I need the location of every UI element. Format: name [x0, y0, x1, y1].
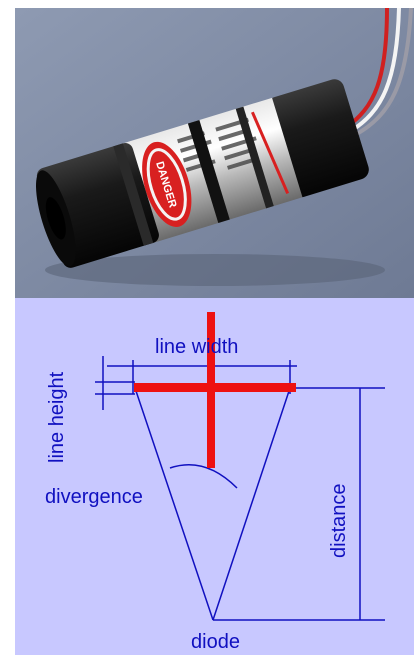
laser-horizontal-line [134, 383, 296, 392]
laser-module-illustration: DANGER [15, 8, 414, 298]
fan-left-edge [134, 387, 214, 621]
fan-right-edge [212, 387, 291, 621]
laser-line-diagram: line width line height divergence distan… [15, 298, 414, 655]
divergence-arc [169, 464, 238, 489]
distance-label: distance [328, 484, 350, 559]
divergence-label: divergence [45, 486, 143, 508]
laser-line-geometry: line width line height divergence distan… [45, 312, 385, 653]
diode-label: diode [191, 631, 240, 653]
line-height-label: line height [46, 371, 68, 463]
line-width-label: line width [155, 336, 238, 358]
laser-module-photo: DANGER [15, 8, 414, 298]
